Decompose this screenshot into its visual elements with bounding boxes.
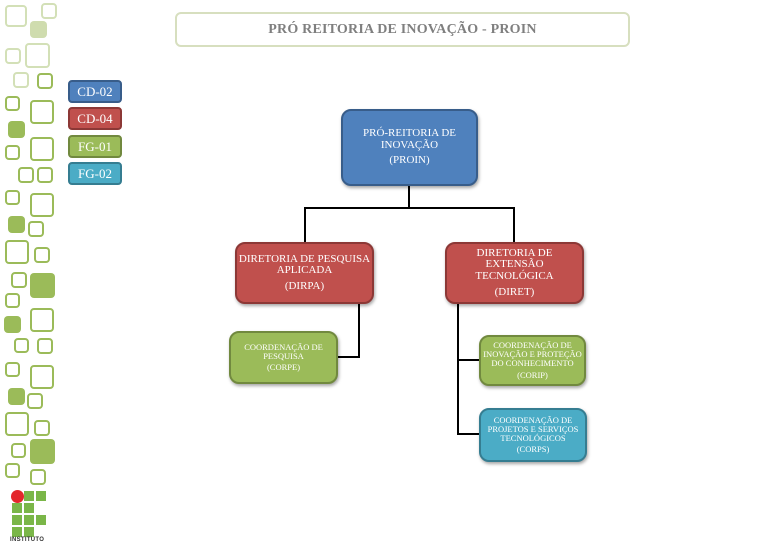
connector-to-diret bbox=[513, 207, 515, 243]
node-abbr: (CORPE) bbox=[266, 362, 301, 373]
connector-to-corpe bbox=[337, 356, 360, 358]
node-abbr: (CORIP) bbox=[517, 369, 548, 380]
node-corps: COORDENAÇÃO DE PROJETOS E SERVIÇOS TECNO… bbox=[479, 408, 587, 462]
node-name: COORDENAÇÃO DE INOVAÇÃO E PROTEÇÃO DO CO… bbox=[483, 340, 582, 368]
node-proin: PRÓ-REITORIA DE INOVAÇÃO (PROIN) bbox=[341, 109, 478, 186]
connector-dirpa-down bbox=[358, 304, 360, 358]
node-abbr: (DIRPA) bbox=[284, 279, 325, 292]
node-name: PRÓ-REITORIA DE INOVAÇÃO bbox=[363, 127, 456, 151]
node-corpe: COORDENAÇÃO DE PESQUISA (CORPE) bbox=[229, 331, 338, 384]
logo-text: INSTITUTO bbox=[10, 537, 45, 543]
legend-label: FG-01 bbox=[78, 138, 112, 154]
node-name: DIRETORIA DE EXTENSÃO TECNOLÓGICA bbox=[475, 246, 554, 282]
page-title: PRÓ REITORIA DE INOVAÇÃO - PROIN bbox=[268, 21, 537, 37]
connector-diret-down bbox=[457, 304, 459, 435]
node-abbr: (DIRET) bbox=[494, 285, 535, 298]
legend-item-cd04: CD-04 bbox=[68, 107, 122, 130]
title-box: PRÓ REITORIA DE INOVAÇÃO - PROIN bbox=[175, 12, 630, 47]
legend-label: FG-02 bbox=[78, 165, 112, 181]
connector-horizontal bbox=[304, 207, 515, 209]
legend-label: CD-02 bbox=[77, 83, 113, 99]
connector-to-corps bbox=[457, 433, 480, 435]
node-corip: COORDENAÇÃO DE INOVAÇÃO E PROTEÇÃO DO CO… bbox=[479, 335, 586, 386]
legend-item-fg02: FG-02 bbox=[68, 162, 122, 185]
node-dirpa: DIRETORIA DE PESQUISA APLICADA (DIRPA) bbox=[235, 242, 374, 304]
node-name: DIRETORIA DE PESQUISA APLICADA bbox=[238, 252, 371, 277]
legend-item-fg01: FG-01 bbox=[68, 135, 122, 158]
connector-root-down bbox=[408, 186, 410, 208]
connector-to-corip bbox=[457, 359, 480, 361]
node-abbr: (PROIN) bbox=[389, 154, 430, 167]
node-abbr: (CORPS) bbox=[516, 444, 550, 455]
node-diret: DIRETORIA DE EXTENSÃO TECNOLÓGICA (DIRET… bbox=[445, 242, 584, 304]
legend-item-cd02: CD-02 bbox=[68, 80, 122, 103]
node-name: COORDENAÇÃO DE PESQUISA bbox=[244, 341, 323, 361]
connector-to-dirpa bbox=[304, 207, 306, 243]
legend-label: CD-04 bbox=[77, 110, 113, 126]
node-name: COORDENAÇÃO DE PROJETOS E SERVIÇOS TECNO… bbox=[487, 414, 579, 443]
